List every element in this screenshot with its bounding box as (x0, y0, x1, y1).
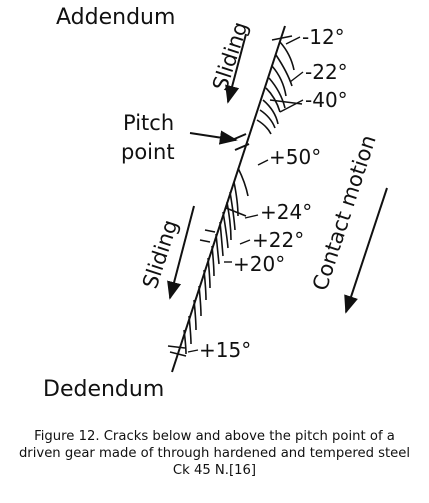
angle-ticks (167, 35, 303, 357)
angle-label: -12° (302, 25, 345, 49)
point-label: point (121, 140, 175, 164)
angle-label: -40° (305, 88, 348, 112)
gear-crack-diagram: Addendum Dedendum Pitch point Sliding Sl… (43, 5, 388, 402)
angle-label: +20° (233, 252, 285, 276)
angle-label: +24° (260, 200, 312, 224)
addendum-label: Addendum (56, 5, 175, 30)
sliding-label-top: Sliding (208, 19, 253, 94)
figure-caption: Figure 12. Cracks below and above the pi… (0, 428, 429, 479)
contact-motion-arrow (344, 187, 388, 314)
pitch-point-tick (234, 143, 250, 151)
pitch-label: Pitch (123, 111, 174, 135)
sliding-arrow-top (225, 33, 247, 104)
dedendum-label: Dedendum (43, 377, 164, 402)
caption-line: driven gear made of through hardened and… (18, 446, 411, 461)
caption-line: Ck 45 N.[16] (172, 463, 257, 478)
tooth-flank-line (171, 25, 286, 373)
angle-label: +22° (252, 228, 304, 252)
angle-leaders (187, 36, 304, 353)
caption-line: Figure 12. Cracks below and above the pi… (34, 429, 395, 444)
sliding-label-bottom: Sliding (138, 217, 183, 292)
angle-label: +15° (199, 338, 251, 362)
sliding-arrow-bottom (167, 205, 195, 300)
angle-label: +50° (269, 145, 321, 169)
angle-label: -22° (305, 60, 348, 84)
addendum-cracks (256, 41, 295, 135)
pitch-point-arrow (189, 130, 238, 145)
